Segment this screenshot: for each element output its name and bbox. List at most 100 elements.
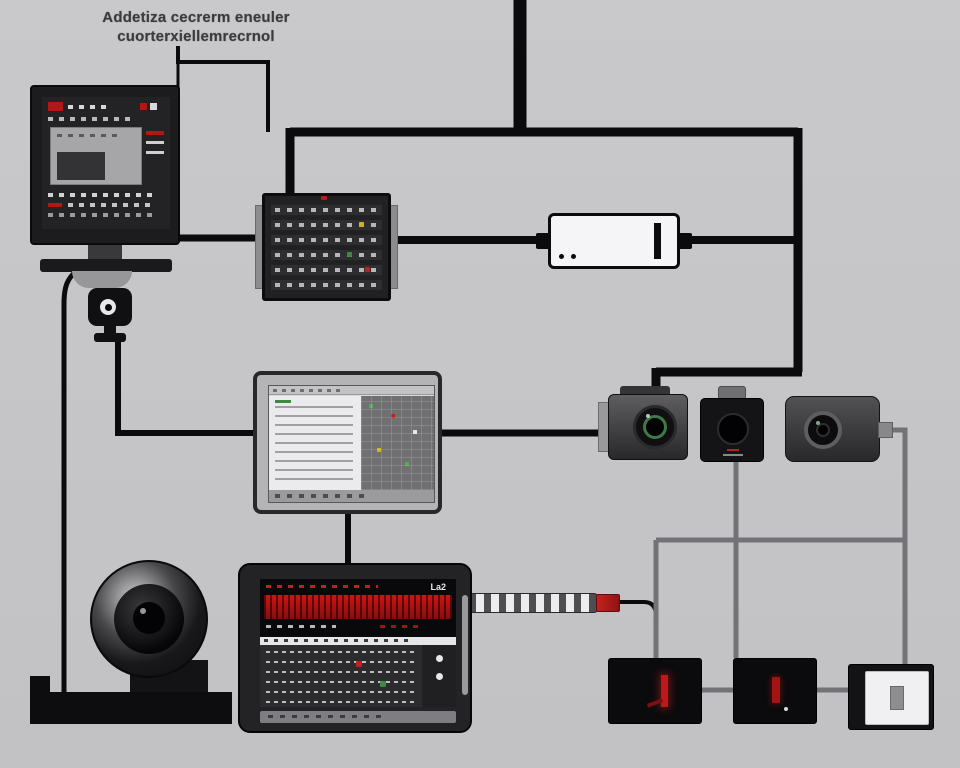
converter-dot-2 xyxy=(571,254,576,259)
cable-crt-down-left xyxy=(61,263,86,694)
speaker-l-base xyxy=(30,676,232,724)
crt-status-white xyxy=(150,103,157,110)
relay-box-2 xyxy=(733,658,817,724)
card-reader-card xyxy=(865,671,929,725)
mixer-red-markers xyxy=(380,625,420,628)
mixer-top-markers xyxy=(266,585,378,588)
crt-subheader-text xyxy=(48,117,134,121)
converter-port-right xyxy=(676,233,692,249)
crt-bottom-row-1 xyxy=(48,193,152,197)
tablet-mixer: La2 xyxy=(238,563,472,733)
control-panel-row xyxy=(271,280,382,290)
crt-bottom-row-3 xyxy=(48,213,152,217)
mixer-button-rows xyxy=(266,651,416,703)
control-panel-row xyxy=(271,235,382,245)
crt-stand-foot xyxy=(72,271,132,288)
adapter-lens-icon xyxy=(717,413,749,445)
mixer-dial-2 xyxy=(436,673,443,680)
panel-yellow-led xyxy=(359,222,364,227)
relay-box-1 xyxy=(608,658,702,724)
screen-left-panel xyxy=(269,396,361,490)
crt-side-red-bar xyxy=(146,131,164,135)
camera2-lens-glint xyxy=(816,421,820,425)
card-reader-box xyxy=(848,664,934,730)
crt-status-red xyxy=(140,103,147,110)
tablet-screen: La2 xyxy=(260,579,456,707)
mixer-green-button xyxy=(380,681,386,687)
crt-stand-neck xyxy=(88,245,122,261)
camera1-lens-icon xyxy=(633,405,677,449)
desktop-monitor xyxy=(253,371,442,514)
screen-green-tag xyxy=(275,400,291,403)
mixer-control-panel xyxy=(260,645,456,707)
caption-text: Addetiza cecrerm eneuler cuorterxiellemr… xyxy=(84,8,308,46)
camera2-lens-icon xyxy=(804,411,842,449)
control-panel-row xyxy=(271,250,382,260)
screen-text-lines xyxy=(275,406,353,484)
crt-bottom-red xyxy=(48,203,62,207)
camera2-connector xyxy=(878,422,893,438)
mixer-red-button xyxy=(356,661,362,667)
adapter-body xyxy=(700,398,764,462)
camera1-top-rail xyxy=(620,386,670,397)
screen-bottom-bar xyxy=(269,490,434,502)
relay2-white-dot xyxy=(784,707,788,711)
panel-green-led xyxy=(347,252,352,257)
tablet-frame: La2 xyxy=(238,563,472,733)
crt-gray-panel xyxy=(50,127,142,185)
crt-stand-slab xyxy=(40,259,172,272)
ribbon-cable xyxy=(468,590,624,616)
crt-monitor-screen xyxy=(42,97,170,229)
converter-body xyxy=(548,213,680,269)
control-panel-row xyxy=(271,205,382,215)
camera2-body xyxy=(785,396,880,462)
caption-line-1: Addetiza cecrerm eneuler xyxy=(102,9,290,26)
webcam-pupil xyxy=(105,304,112,311)
desktop-monitor-screen xyxy=(268,385,435,503)
mixer-dial-1 xyxy=(436,655,443,662)
webcam-neck xyxy=(104,324,116,334)
control-panel-row xyxy=(271,265,382,275)
desktop-monitor-frame xyxy=(253,371,442,514)
speaker-glint xyxy=(140,608,146,614)
webcam-device xyxy=(86,288,134,344)
panel-red-led xyxy=(365,267,370,272)
converter-dot-1 xyxy=(559,254,564,259)
cable-webcam-to-monitor xyxy=(115,340,256,436)
tablet-side-edge xyxy=(462,595,468,695)
relay1-red-indicator xyxy=(661,675,668,707)
converter-slot xyxy=(654,223,661,259)
ribbon-red-connector xyxy=(596,594,620,612)
control-panel-row xyxy=(271,220,382,230)
relay2-red-indicator xyxy=(772,677,780,703)
mixer-white-strip xyxy=(260,637,456,645)
speaker-lens-icon xyxy=(133,602,165,634)
grid-cell-green-2 xyxy=(405,462,409,466)
camera1-lens-glint xyxy=(646,414,650,418)
crt-panel-inset xyxy=(57,152,105,180)
mixer-sub-markers xyxy=(266,625,336,628)
speaker-device xyxy=(88,560,212,704)
ribbon-cable-body xyxy=(468,593,598,613)
crt-panel-text xyxy=(57,134,117,137)
grid-cell-white xyxy=(413,430,417,434)
waveform-display xyxy=(264,595,452,619)
crt-side-bar-1 xyxy=(146,141,164,144)
mixer-screen-label: La2 xyxy=(430,582,446,592)
base-horizontal-arm xyxy=(30,692,232,724)
adapter-gray-label xyxy=(723,454,743,456)
surveillance-camera-2 xyxy=(785,392,893,466)
grid-cell-red xyxy=(391,414,395,418)
webcam-base xyxy=(94,333,126,342)
adapter-device xyxy=(700,386,764,464)
card-reader-slot xyxy=(890,686,904,710)
control-panel-led xyxy=(321,196,327,200)
white-converter-device xyxy=(536,213,692,269)
grid-cell-yellow xyxy=(377,448,381,452)
crt-monitor xyxy=(30,85,182,290)
tablet-chin-bar xyxy=(260,711,456,723)
crt-side-bar-2 xyxy=(146,151,164,154)
crt-header-text xyxy=(68,105,112,109)
crt-red-indicator xyxy=(48,102,63,111)
